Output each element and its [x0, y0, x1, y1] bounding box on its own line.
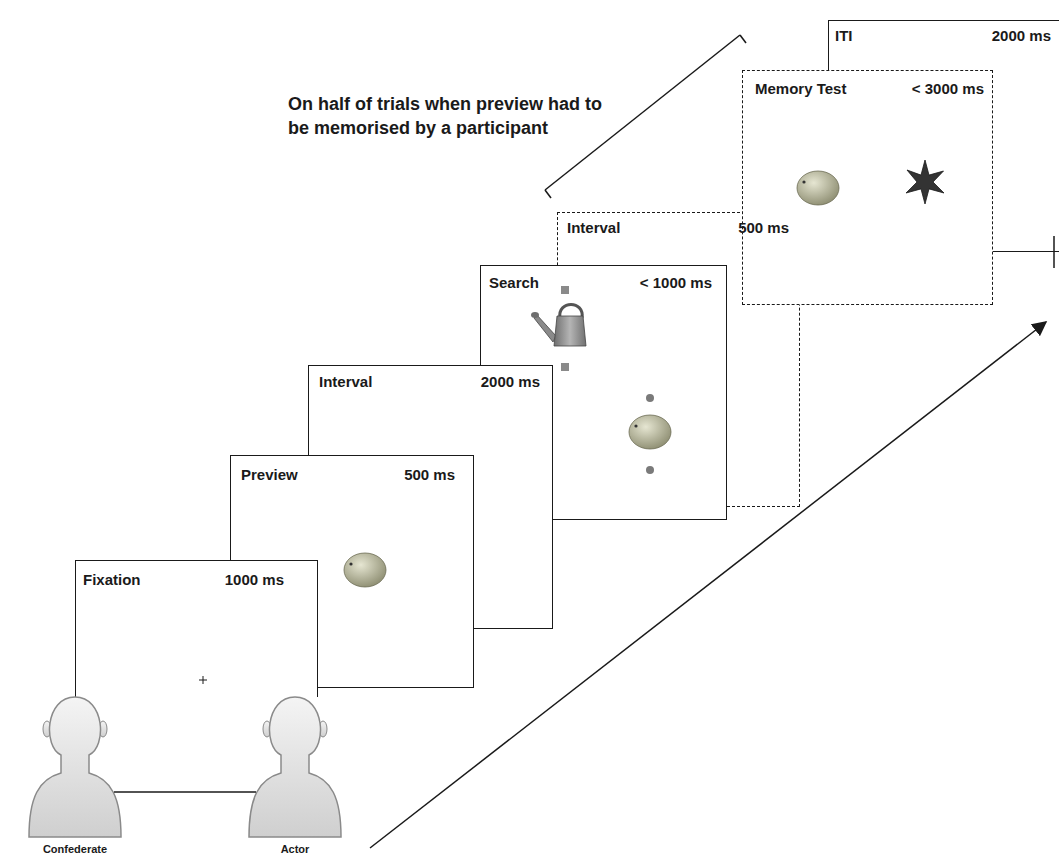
role-label: Actor — [281, 842, 310, 856]
stimulus-panel: Fixation 1000 ms — [75, 560, 318, 697]
melon-image — [797, 171, 839, 205]
head-silhouette — [29, 697, 121, 837]
phase-name: Interval — [319, 373, 372, 391]
fixation-cross — [199, 676, 207, 684]
can-spout — [534, 315, 556, 342]
panel-header: Memory Test < 3000 ms — [743, 71, 992, 98]
phase-duration: < 3000 ms — [912, 80, 984, 98]
stimulus-panel: Memory Test < 3000 ms — [742, 70, 993, 305]
dot-marker — [646, 466, 654, 474]
role-label: Confederate — [43, 842, 107, 856]
square-marker — [561, 363, 569, 371]
phase-duration: 1000 ms — [225, 571, 284, 589]
head-figure — [249, 697, 341, 837]
panel-header: Search < 1000 ms — [481, 266, 726, 292]
phase-duration: 2000 ms — [992, 27, 1051, 45]
panel-header: Fixation 1000 ms — [76, 561, 317, 589]
bracket-tick — [1053, 236, 1055, 268]
bracket-tick — [740, 35, 746, 43]
novel-object-image — [906, 160, 944, 204]
phase-name: Interval — [567, 219, 620, 237]
phase-duration: 500 ms — [404, 466, 455, 484]
panel-header: ITI 2000 ms — [829, 21, 1059, 45]
head-figure — [29, 697, 121, 837]
phase-duration: < 1000 ms — [640, 274, 712, 292]
panel-header: Interval 2000 ms — [309, 366, 552, 391]
bracket — [545, 35, 1054, 268]
phase-name: Preview — [241, 466, 298, 484]
melon-image — [344, 553, 386, 587]
note-text: On half of trials when preview had to be… — [288, 92, 618, 140]
phase-name: Memory Test — [755, 80, 846, 98]
can-body — [554, 316, 586, 346]
phase-name: ITI — [835, 27, 853, 45]
phase-duration: 2000 ms — [481, 373, 540, 391]
phase-name: Search — [489, 274, 539, 292]
pair-line — [114, 791, 256, 793]
dot-marker — [646, 394, 654, 402]
phase-name: Fixation — [83, 571, 141, 589]
cross-bar — [203, 676, 204, 684]
time-arrow — [370, 322, 1046, 848]
bracket-tick — [545, 190, 551, 198]
watering-can-image — [531, 305, 586, 347]
head-silhouette — [249, 697, 341, 837]
phase-duration: 500 ms — [738, 219, 789, 237]
melon-image — [629, 415, 671, 449]
panel-header: Preview 500 ms — [231, 456, 473, 484]
square-marker — [561, 286, 569, 294]
can-rose — [531, 312, 539, 318]
